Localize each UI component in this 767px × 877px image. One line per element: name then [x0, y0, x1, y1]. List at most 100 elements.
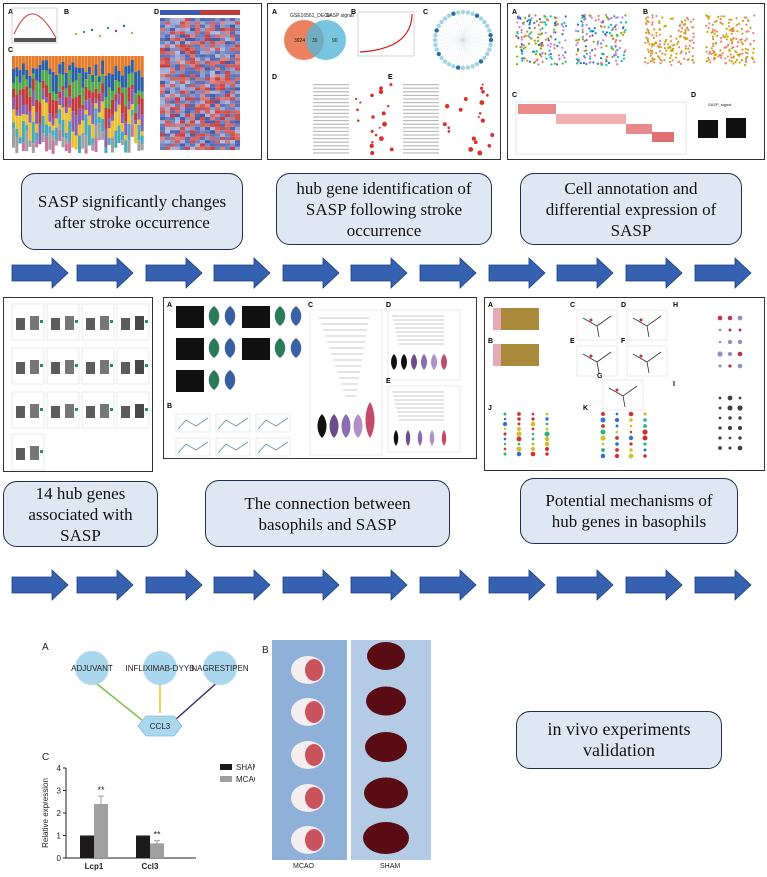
cell-point	[705, 14, 708, 17]
heat-cell	[210, 100, 215, 104]
box-right	[100, 316, 109, 330]
venn-left-label: GSE16561_DEGs	[290, 13, 331, 19]
cell-point	[553, 28, 556, 31]
cell-point	[594, 19, 597, 22]
cell-point	[554, 24, 557, 27]
cell-point	[552, 31, 555, 34]
heat-cell	[165, 120, 170, 124]
heat-cell	[165, 18, 170, 22]
stack-seg	[51, 135, 55, 141]
cell-point	[684, 45, 687, 48]
cell-point	[726, 55, 729, 58]
cell-point	[706, 30, 709, 33]
label-b: B	[167, 403, 172, 410]
slice-infarct	[305, 787, 323, 809]
heat-cell	[200, 133, 205, 137]
heat-cell	[205, 41, 210, 45]
heat-cell	[185, 18, 190, 22]
violin	[274, 338, 286, 358]
ppi-node	[460, 65, 466, 71]
heat-cell	[205, 110, 210, 114]
heat-cell	[220, 84, 225, 88]
arrow-10	[625, 569, 683, 601]
grid-dot	[503, 437, 507, 441]
heat-cell	[235, 123, 240, 127]
heat-cell	[235, 54, 240, 58]
heat-cell	[215, 31, 220, 35]
violin	[208, 338, 220, 358]
box-legend	[145, 364, 148, 367]
grid-dot	[615, 430, 619, 434]
cell-point	[557, 54, 561, 57]
ppi-node	[446, 62, 452, 67]
cell-point	[516, 32, 519, 35]
heat-cell	[175, 34, 180, 38]
cell-point	[607, 61, 611, 65]
violin	[365, 402, 375, 438]
stack-seg	[94, 125, 98, 139]
cell-point	[712, 42, 715, 45]
heat-cell	[210, 64, 215, 68]
heat-cell	[225, 27, 230, 32]
grid-dot	[601, 448, 605, 452]
grid-dot	[545, 422, 549, 426]
stack-seg	[127, 87, 131, 102]
heat-cell	[185, 70, 190, 75]
grid-dot	[517, 417, 521, 421]
traj-point	[615, 388, 619, 392]
stack-seg	[45, 102, 48, 125]
ppi-node	[451, 64, 456, 69]
cell-point	[564, 39, 567, 42]
heat-cell	[215, 57, 220, 61]
heat-cell	[175, 146, 180, 150]
cell-point	[545, 57, 548, 60]
heat-cell	[230, 18, 235, 22]
cell-point	[657, 44, 660, 47]
cell-point	[725, 38, 728, 41]
cell-point	[741, 42, 744, 46]
label-a: A	[488, 302, 493, 309]
heat-cell	[205, 84, 210, 88]
heat-cell	[200, 87, 205, 91]
heat-cell	[225, 103, 230, 108]
cell-point	[717, 15, 720, 18]
heat-cell	[210, 136, 215, 141]
heat-cell	[165, 84, 170, 88]
heat-cell	[160, 60, 165, 65]
box-right	[135, 404, 144, 418]
grid-dot	[544, 441, 550, 447]
heat-cell	[215, 74, 220, 78]
stack-seg	[21, 63, 25, 75]
heat-cell	[195, 34, 200, 38]
ppi-node	[460, 9, 466, 15]
stack-seg	[81, 56, 85, 68]
violin-black	[176, 338, 204, 360]
heat-cell	[225, 41, 230, 45]
violin-black	[242, 338, 270, 360]
heat-cell	[190, 107, 195, 111]
stack-seg	[94, 75, 98, 89]
heat-cell	[170, 97, 175, 101]
ppi-node	[474, 62, 480, 67]
heat-cell	[175, 31, 180, 35]
heat-cell	[200, 64, 205, 68]
cell-point	[752, 51, 755, 54]
heatmap-header-left	[160, 10, 200, 15]
heat-cell	[190, 21, 195, 25]
stack-seg	[127, 124, 131, 140]
cell-point	[616, 16, 619, 19]
term-label	[403, 87, 439, 89]
cell-point	[528, 18, 531, 21]
cell-point	[743, 16, 746, 19]
stack-seg	[84, 109, 88, 115]
stack-seg	[12, 89, 15, 98]
label-b: B	[643, 9, 648, 16]
heat-cell	[160, 100, 165, 104]
heat-cell	[210, 60, 215, 65]
stack-seg	[41, 70, 45, 81]
heat-cell	[200, 143, 205, 147]
term-label	[403, 98, 439, 100]
stack-seg	[61, 90, 65, 108]
node-label-infliximab: INFLIXIMAB-DYYB	[126, 664, 195, 673]
cell-point	[521, 57, 524, 60]
